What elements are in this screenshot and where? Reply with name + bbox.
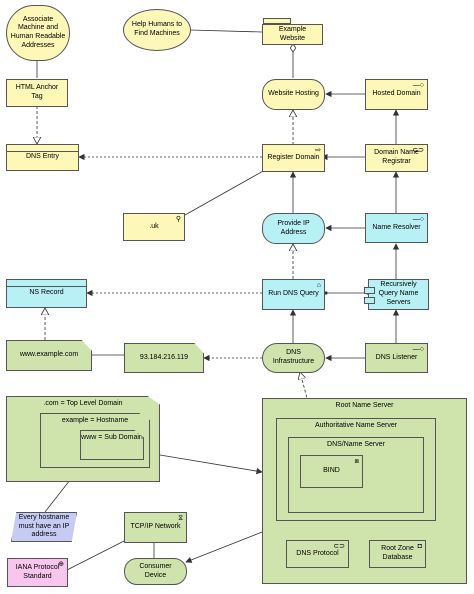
website-hosting-label: Website Hosting bbox=[268, 90, 319, 98]
device-consumer[interactable]: Consumer Device bbox=[124, 558, 187, 585]
artifact-ip-address[interactable]: 93.184.216.119 bbox=[124, 343, 204, 373]
register-domain-label: Register Domain bbox=[267, 153, 320, 161]
run-dns-query-label: Run DNS Query bbox=[268, 290, 319, 298]
edge-iana-tcpip bbox=[66, 539, 127, 571]
recursive-ns-label: Recursively Query Name Servers bbox=[378, 281, 419, 306]
role-domain-registrar[interactable]: ⊂⊃ Domain Name Registrar bbox=[365, 144, 428, 172]
component-icon: ◘ bbox=[417, 543, 422, 550]
constraint-every-hostname[interactable]: Every hostname must have an IP address bbox=[11, 512, 77, 542]
root-ns-label: Root Name Server bbox=[335, 402, 394, 409]
subdomain-label: www = Sub Domain bbox=[81, 434, 143, 441]
goal-help-humans[interactable]: Help Humans to Find Machines bbox=[123, 9, 191, 51]
ip-address-label: 93.184.216.119 bbox=[139, 353, 189, 361]
location-uk[interactable]: ⚲ .uk bbox=[123, 213, 185, 241]
edge-help-website bbox=[189, 29, 263, 33]
goal-associate-addresses[interactable]: Associate Machine and Human Readable Add… bbox=[6, 5, 70, 61]
interface-icon: ⊂⊃ bbox=[333, 543, 345, 550]
artifact-subdomain[interactable]: www = Sub Domain bbox=[80, 430, 144, 460]
location-pin-icon: ⚲ bbox=[175, 216, 181, 223]
name-resolver-label: Name Resolver bbox=[372, 223, 421, 231]
principle-iana-standard[interactable]: ⊕ IANA Protocol Standard bbox=[7, 558, 68, 587]
interface-dns-listener[interactable]: —○ DNS Listener bbox=[365, 343, 428, 373]
registrar-label: Domain Name Registrar bbox=[374, 149, 419, 165]
product-example-website[interactable]: Example Website bbox=[262, 18, 323, 45]
ns-record-label: NS Record bbox=[29, 289, 64, 297]
every-hostname-label: Every hostname must have an IP address bbox=[18, 513, 70, 539]
product-tab bbox=[263, 18, 291, 24]
edge-tld-root bbox=[153, 450, 263, 475]
component-icon: ⧈ bbox=[354, 458, 359, 465]
tcpip-label: TCP/IP Network bbox=[130, 523, 181, 531]
service-provide-ip[interactable]: Provide IP Address bbox=[262, 213, 325, 244]
edge-uk-register bbox=[184, 169, 266, 216]
interface-icon: —○ bbox=[412, 346, 424, 353]
component-recursive-ns[interactable]: Recursively Query Name Servers bbox=[364, 279, 429, 310]
consumer-device-label: Consumer Device bbox=[139, 562, 172, 579]
process-register-domain[interactable]: ⇨ Register Domain bbox=[262, 144, 325, 172]
artifact-root-zone-db[interactable]: ◘ Root Zone Database bbox=[369, 540, 426, 568]
component-hosted-domain[interactable]: —○ Hosted Domain bbox=[365, 79, 428, 110]
role-icon: ⊂⊃ bbox=[412, 147, 424, 154]
object-ns-record[interactable]: NS Record bbox=[6, 279, 87, 308]
interface-dns-protocol[interactable]: ⊂⊃ DNS Protocol bbox=[286, 540, 349, 568]
tld-label: .com = Top Level Domain bbox=[43, 400, 123, 407]
www-example-label: www.example.com bbox=[19, 351, 79, 359]
object-dns-entry[interactable]: DNS Entry bbox=[6, 144, 79, 171]
component-tab-1 bbox=[364, 287, 375, 294]
provide-ip-label: Provide IP Address bbox=[277, 219, 310, 236]
edge-root-consumer bbox=[185, 531, 263, 563]
interface-icon: —○ bbox=[412, 216, 424, 223]
hostname-label: example = Hostname bbox=[61, 417, 129, 424]
edge-hostname-tld bbox=[44, 479, 71, 513]
dns-protocol-label: DNS Protocol bbox=[296, 549, 339, 557]
bind-label: BIND bbox=[323, 467, 340, 475]
html-anchor-label: HTML Anchor Tag bbox=[15, 84, 59, 100]
requirement-html-anchor[interactable]: HTML Anchor Tag bbox=[6, 79, 68, 107]
network-icon: ⧖ bbox=[178, 515, 183, 522]
dns-entry-label: DNS Entry bbox=[25, 153, 60, 161]
dns-ns-label: DNS/Name Server bbox=[327, 441, 385, 448]
service-website-hosting[interactable]: Website Hosting bbox=[262, 79, 325, 110]
uk-label: .uk bbox=[149, 222, 159, 230]
goal-associate-label: Associate Machine and Human Readable Add… bbox=[10, 15, 66, 49]
interface-name-resolver[interactable]: —○ Name Resolver bbox=[365, 213, 428, 243]
process-arrow-icon: ⇨ bbox=[315, 147, 321, 154]
component-bind[interactable]: ⧈ BIND bbox=[300, 455, 363, 488]
object-header-bar bbox=[7, 280, 86, 287]
principle-icon: ⊕ bbox=[58, 561, 64, 568]
function-run-dns-query[interactable]: ⌂ Run DNS Query bbox=[262, 279, 325, 310]
dns-infra-label: DNS Infrastructure bbox=[272, 349, 315, 365]
hosted-domain-label: Hosted Domain bbox=[372, 90, 421, 98]
root-zone-label: Root Zone Database bbox=[381, 545, 414, 561]
function-chevron-icon: ⌂ bbox=[316, 282, 321, 289]
object-header-bar bbox=[7, 145, 78, 152]
dns-listener-label: DNS Listener bbox=[375, 353, 418, 361]
service-dns-infrastructure[interactable]: DNS Infrastructure bbox=[262, 343, 325, 373]
network-tcpip[interactable]: ⧖ TCP/IP Network bbox=[124, 512, 187, 543]
artifact-www-example[interactable]: www.example.com bbox=[6, 340, 92, 371]
interface-icon: —○ bbox=[412, 82, 424, 89]
component-tab-2 bbox=[364, 297, 375, 304]
auth-ns-label: Authoritative Name Server bbox=[314, 422, 398, 429]
iana-label: IANA Protocol Standard bbox=[15, 563, 60, 580]
goal-help-humans-label: Help Humans to Find Machines bbox=[131, 21, 183, 37]
example-website-label: Example Website bbox=[278, 25, 307, 42]
